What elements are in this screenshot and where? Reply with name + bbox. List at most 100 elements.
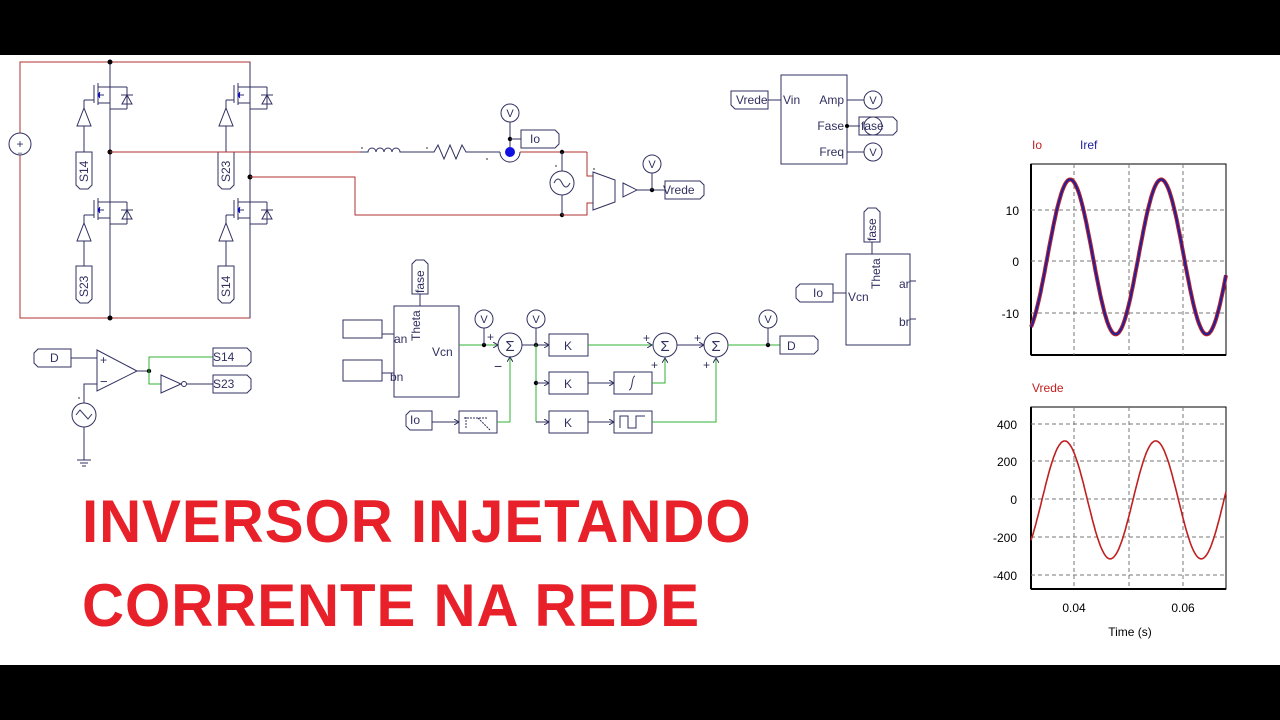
gate-label-s14-top: S14: [75, 151, 93, 190]
svg-text:+: +: [643, 331, 650, 345]
svg-text:−: −: [17, 148, 22, 158]
svg-text:-200: -200: [993, 531, 1017, 545]
reference-block: fase Theta an bn Vcn: [342, 259, 460, 398]
svg-text:Theta: Theta: [869, 258, 883, 289]
ground-icon: [77, 459, 91, 467]
voltmeter-io-icon: V: [500, 103, 520, 123]
duty-output-tag: [779, 335, 819, 355]
svg-text:Io: Io: [530, 132, 540, 146]
title-line-1: INVERSOR INJETANDO: [82, 488, 752, 555]
svg-text:V: V: [480, 314, 488, 326]
plot-current: Io Iref 10 0 -10: [1002, 138, 1228, 356]
svg-text:−: −: [494, 358, 502, 374]
voltmeter-vrede-icon: V: [642, 154, 662, 174]
svg-text:0.06: 0.06: [1171, 601, 1195, 615]
svg-text:br: br: [899, 315, 910, 329]
switch-s4-icon: [233, 189, 274, 231]
svg-text:V: V: [532, 314, 540, 326]
svg-text:K: K: [564, 416, 572, 430]
svg-text:-10: -10: [1002, 307, 1020, 321]
svg-text:-400: -400: [993, 569, 1017, 583]
comparator-icon: [96, 349, 139, 392]
letterbox-bottom: [0, 665, 1280, 720]
pll-block: Vrede Vin Amp Fase Freq V fase V: [730, 74, 898, 165]
inductor-icon: [360, 147, 428, 153]
letterbox-top: [0, 0, 1280, 55]
svg-text:Vrede: Vrede: [736, 93, 768, 107]
svg-text:S14: S14: [213, 350, 235, 364]
io-label-tag: Io: [510, 129, 560, 149]
svg-text:V: V: [869, 95, 877, 107]
legend-io: Io: [1032, 138, 1042, 152]
svg-text:+: +: [694, 331, 701, 345]
title-line-2: CORRENTE NA REDE: [82, 572, 701, 639]
svg-text:S23: S23: [213, 377, 235, 391]
s23-output-tag: [212, 374, 252, 394]
svg-text:+: +: [100, 353, 107, 367]
svg-text:Σ: Σ: [711, 338, 720, 355]
svg-text:Vrede: Vrede: [663, 183, 695, 197]
svg-text:fase: fase: [413, 270, 427, 293]
svg-text:K: K: [564, 377, 572, 391]
switch-s2-icon: [93, 189, 134, 231]
svg-text:bn: bn: [390, 370, 403, 384]
svg-text:an: an: [394, 332, 407, 346]
svg-text:+: +: [703, 358, 710, 372]
svg-text:fase: fase: [861, 119, 884, 133]
svg-text:ar: ar: [899, 277, 910, 291]
svg-text:S14: S14: [77, 160, 91, 182]
svg-text:Theta: Theta: [409, 310, 423, 341]
svg-text:Io: Io: [813, 286, 823, 300]
svg-text:10: 10: [1006, 204, 1020, 218]
svg-text:Σ: Σ: [505, 338, 514, 355]
s14-output-tag: [212, 347, 252, 367]
svg-text:Amp: Amp: [819, 93, 844, 107]
svg-text:V: V: [506, 108, 514, 120]
vrede-label-tag: Vrede: [663, 180, 705, 200]
current-transform-block: fase Theta Io Vcn ar br: [795, 207, 916, 346]
legend-vrede: Vrede: [1032, 381, 1064, 395]
legend-iref: Iref: [1080, 138, 1098, 152]
svg-text:0: 0: [1012, 255, 1019, 269]
plot-grid-voltage: Vrede 400 200 0 -200 -400 0.04 0.06 Time…: [993, 381, 1227, 639]
triangle-carrier-icon: [71, 397, 97, 428]
svg-text:S14: S14: [219, 275, 233, 297]
svg-text:Σ: Σ: [660, 338, 669, 355]
svg-text:S23: S23: [77, 275, 91, 297]
svg-text:0.04: 0.04: [1062, 601, 1086, 615]
svg-text:S23: S23: [219, 160, 233, 182]
resistor-icon: [426, 143, 500, 161]
pi-controller: V + − Σ Io V K K K: [405, 309, 819, 434]
gate-label-s23-top: S23: [217, 151, 235, 190]
voltage-sensor-icon: [592, 168, 668, 211]
svg-text:D: D: [50, 351, 59, 365]
svg-text:0: 0: [1010, 493, 1017, 507]
svg-text:fase: fase: [865, 218, 879, 241]
svg-text:−: −: [100, 374, 108, 389]
gate-label-s23-bottom: S23: [75, 265, 93, 304]
svg-text:+: +: [487, 330, 494, 344]
not-gate-icon: [160, 374, 183, 394]
svg-text:Io: Io: [410, 413, 420, 427]
inverter-bridge: + − S14 S23: [8, 59, 274, 321]
current-sensor-icon: [499, 122, 521, 163]
svg-text:Vcn: Vcn: [432, 345, 453, 359]
svg-text:D: D: [787, 339, 796, 353]
svg-text:+: +: [651, 358, 658, 372]
switch-s3-icon: [233, 74, 274, 116]
filter-block-icon: [458, 410, 498, 434]
output-filter: V Io V: [110, 103, 705, 218]
svg-text:Vcn: Vcn: [848, 290, 869, 304]
grid-ac-source-icon: [549, 152, 575, 215]
svg-text:400: 400: [997, 418, 1017, 432]
svg-text:Freq: Freq: [819, 145, 844, 159]
svg-text:V: V: [869, 147, 877, 159]
x-axis-label: Time (s): [1108, 625, 1152, 639]
svg-text:200: 200: [997, 455, 1017, 469]
integrator-icon: [613, 371, 653, 395]
gate-label-s14-bottom: S14: [217, 265, 235, 304]
svg-text:+: +: [16, 137, 23, 151]
svg-text:V: V: [764, 314, 772, 326]
svg-text:K: K: [564, 339, 572, 353]
